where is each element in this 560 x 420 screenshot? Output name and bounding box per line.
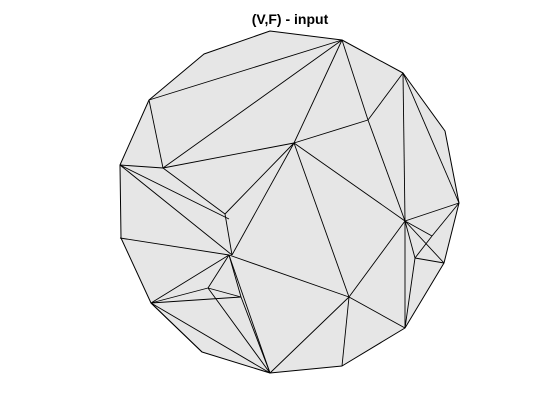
mesh-edge <box>224 142 295 215</box>
mesh-edge <box>269 296 350 374</box>
mesh-edge <box>404 220 416 259</box>
mesh-edge <box>348 220 406 298</box>
mesh-edge <box>119 164 233 256</box>
mesh-edge <box>293 142 350 298</box>
mesh-edge <box>293 119 369 144</box>
mesh-edge <box>231 142 295 256</box>
mesh-edge <box>240 296 271 374</box>
mesh-edge <box>402 72 406 222</box>
mesh-edge <box>150 302 271 374</box>
mesh-edge <box>293 142 406 222</box>
mesh-edge <box>119 164 230 220</box>
mesh-edge <box>293 39 343 144</box>
mesh-boundary <box>119 30 460 374</box>
mesh-edge <box>162 39 343 169</box>
mesh-edge <box>148 99 164 169</box>
mesh-edges <box>119 39 460 374</box>
mesh-edge <box>207 254 230 289</box>
mesh-edge <box>150 287 209 304</box>
mesh-edge <box>367 72 404 121</box>
mesh-edge <box>207 287 242 298</box>
mesh-edge <box>414 257 445 264</box>
mesh-edge <box>224 213 233 256</box>
mesh-edge <box>404 257 416 329</box>
plot-title: (V,F) - input <box>251 11 329 27</box>
mesh-edge <box>162 142 295 169</box>
mesh-edge <box>119 164 164 169</box>
mesh-edge <box>162 167 226 215</box>
mesh-edge <box>402 72 460 204</box>
mesh-edge <box>228 254 271 374</box>
mesh-edge <box>431 202 460 237</box>
mesh-faces <box>119 30 460 374</box>
mesh-edge <box>119 237 230 256</box>
mesh-edge <box>404 220 445 264</box>
mesh-edge <box>150 254 230 304</box>
mesh-edge <box>404 202 460 222</box>
mesh-edge <box>148 39 343 101</box>
mesh-edge <box>367 119 406 222</box>
mesh-edge <box>207 287 271 374</box>
mesh-edge <box>150 302 203 353</box>
mesh-edge <box>341 296 350 367</box>
mesh-edge <box>228 254 350 298</box>
mesh-edge <box>414 235 433 259</box>
mesh-edge <box>150 296 242 304</box>
mesh-edge <box>404 220 433 237</box>
mesh-edge <box>348 296 406 329</box>
mesh-edge <box>228 254 242 298</box>
mesh-edge <box>341 39 369 121</box>
